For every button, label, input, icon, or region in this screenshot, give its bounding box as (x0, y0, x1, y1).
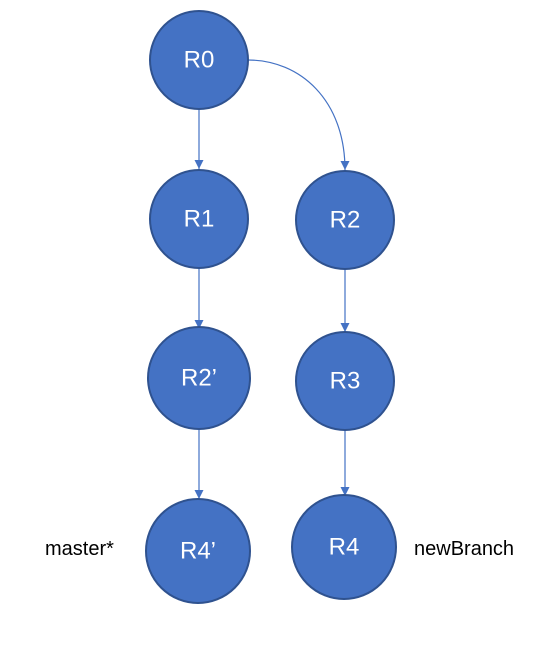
edge-r0-r2 (247, 59, 350, 171)
branch-label-newbranch: newBranch (414, 538, 514, 560)
commit-node-r4prime[interactable]: R4’ (145, 498, 251, 604)
commit-label-r0: R0 (184, 47, 215, 74)
commit-node-r1[interactable]: R1 (149, 169, 249, 269)
commit-label-r3: R3 (330, 368, 361, 395)
commit-node-r2[interactable]: R2 (295, 170, 395, 270)
commit-label-r2: R2 (330, 207, 361, 234)
branch-label-master: master* (45, 538, 114, 560)
commit-label-r1: R1 (184, 206, 215, 233)
commit-node-r0[interactable]: R0 (149, 10, 249, 110)
commit-node-r4[interactable]: R4 (291, 494, 397, 600)
commit-node-r3[interactable]: R3 (295, 331, 395, 431)
commit-label-r4prime: R4’ (180, 538, 216, 565)
commit-label-r2prime: R2’ (181, 365, 217, 392)
commit-node-r2prime[interactable]: R2’ (147, 326, 251, 430)
commit-label-r4: R4 (329, 534, 360, 561)
